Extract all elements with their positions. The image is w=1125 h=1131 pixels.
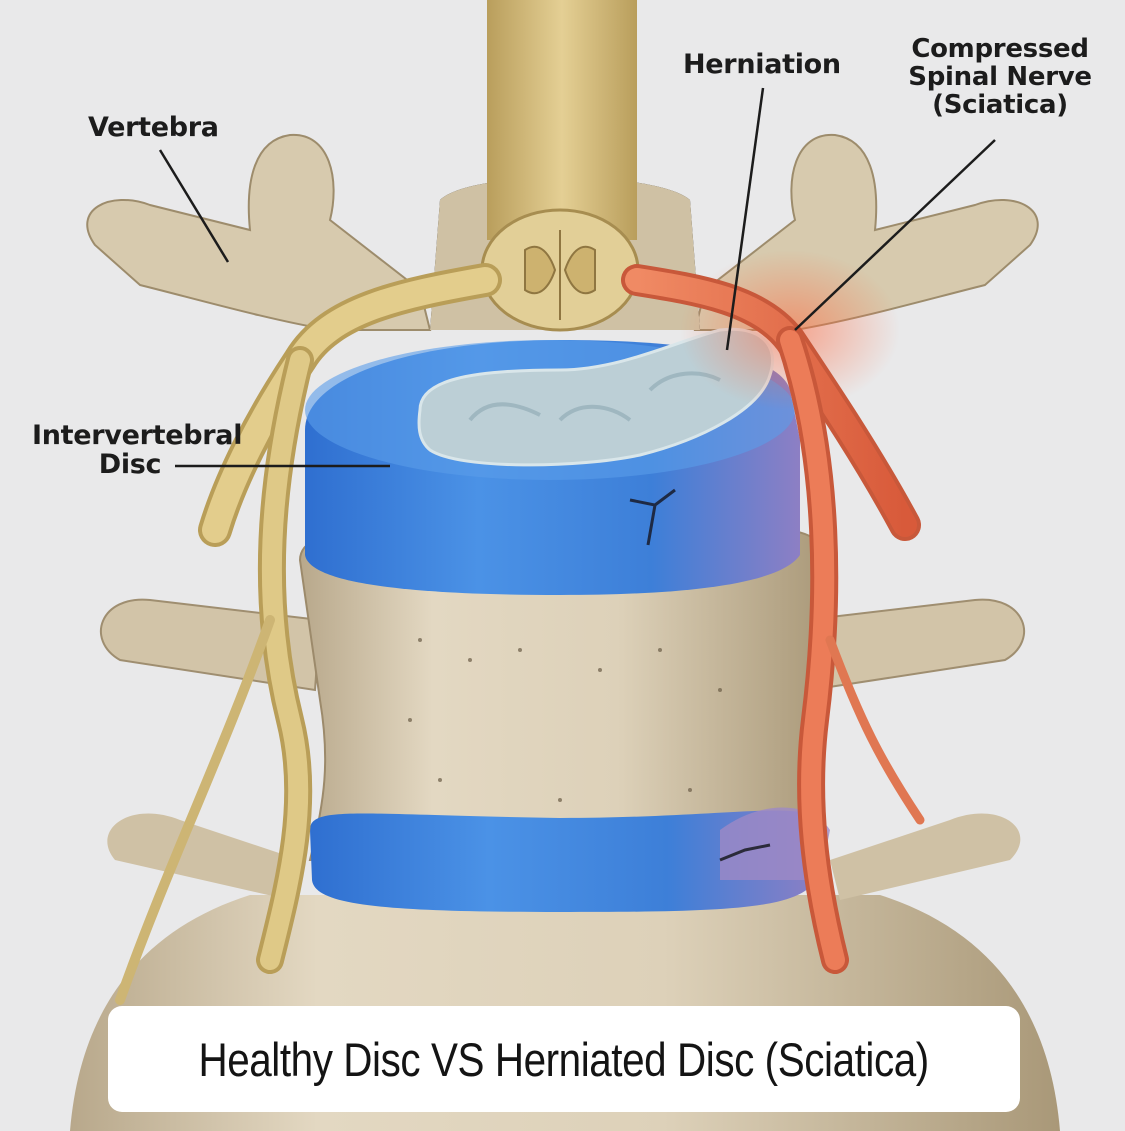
caption-text: Healthy Disc VS Herniated Disc (Sciatica…	[198, 1032, 930, 1086]
spinal-cord	[480, 0, 640, 332]
disc-label-line: Intervertebral	[32, 420, 243, 451]
compressed-nerve-label-line: Spinal Nerve	[908, 62, 1092, 93]
intervertebral-disc	[305, 327, 800, 595]
disc-label-line: Disc	[98, 449, 162, 481]
caption-box: Healthy Disc VS Herniated Disc (Sciatica…	[108, 1006, 1020, 1112]
vertebra-label: Vertebra	[88, 112, 219, 143]
compressed-nerve-label: Compressed Spinal Nerve (Sciatica)	[902, 35, 1098, 119]
herniation-label: Herniation	[683, 49, 841, 80]
compressed-nerve-label-line: Compressed	[911, 34, 1089, 64]
intervertebral-disc-label: Intervertebral Disc	[32, 420, 243, 481]
compressed-nerve-root	[621, 250, 925, 974]
leader-lines	[158, 87, 996, 468]
lower-healthy-disc	[310, 807, 830, 912]
compressed-nerve-label-line: (Sciatica)	[932, 90, 1068, 121]
healthy-nerve-root	[115, 263, 502, 1005]
